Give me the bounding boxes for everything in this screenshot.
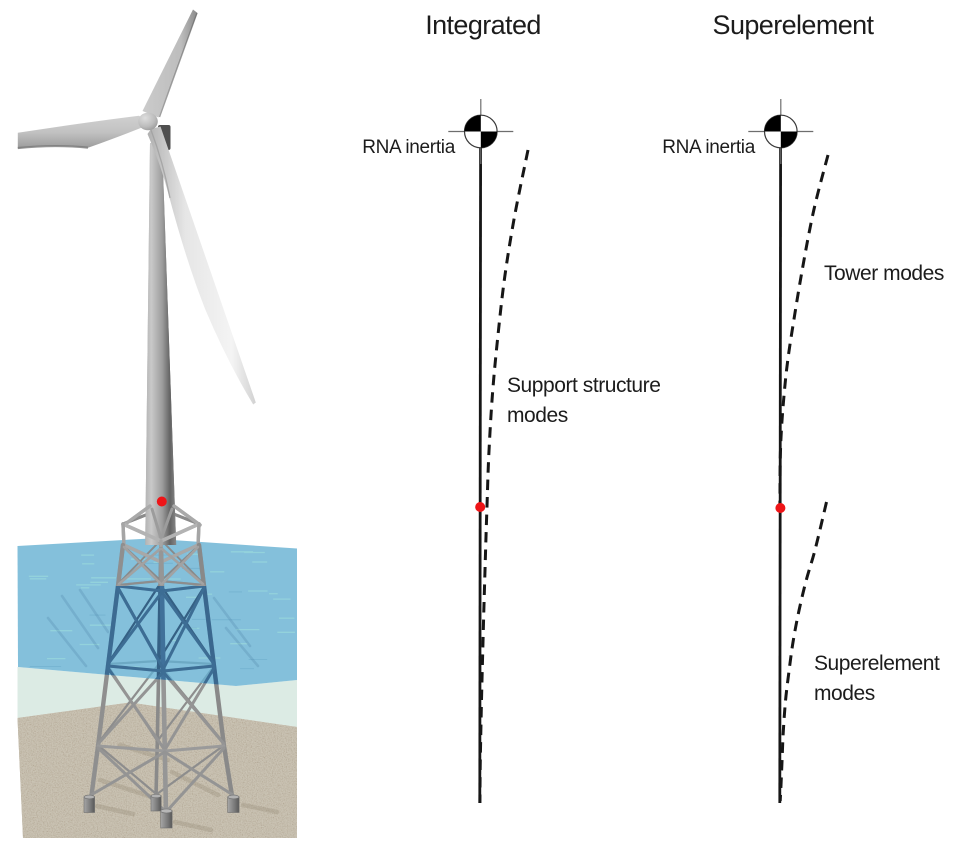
mode-shape-dashed — [478, 149, 530, 804]
superelement-mode-dashed — [778, 501, 828, 802]
interface-dot — [475, 502, 486, 512]
tower-line — [478, 147, 483, 804]
superelement-rna-label: RNA inertia — [662, 137, 755, 158]
jacket-feet — [83, 793, 240, 829]
integrated-rna-label: RNA inertia — [362, 137, 455, 158]
water-surface — [17, 538, 297, 686]
superelement-title: Superelement — [712, 10, 875, 40]
water-streaks — [28, 551, 295, 668]
tower-modes-label: Tower modes — [824, 262, 944, 285]
blade-left — [17, 115, 147, 149]
integrated-diagram — [448, 99, 530, 804]
jacket-underwater — [95, 586, 227, 686]
interface-dot-illustration — [156, 496, 167, 507]
blade-up — [142, 9, 198, 118]
water-shadows — [46, 588, 260, 668]
rotor-hub — [138, 112, 158, 131]
cg-symbol — [748, 99, 814, 164]
superelement-diagram — [748, 99, 830, 804]
interface-dot — [775, 503, 786, 513]
turbine-illustration — [17, 9, 297, 838]
support-structure-modes-label: Support structure modes — [507, 374, 661, 427]
superelement-modes-label: Superelement modes — [814, 652, 940, 705]
cg-symbol — [448, 99, 514, 164]
tower-mode-dashed — [778, 154, 830, 506]
integrated-title: Integrated — [425, 10, 541, 40]
blade-down — [147, 126, 256, 405]
rotor-nacelle — [17, 9, 256, 405]
